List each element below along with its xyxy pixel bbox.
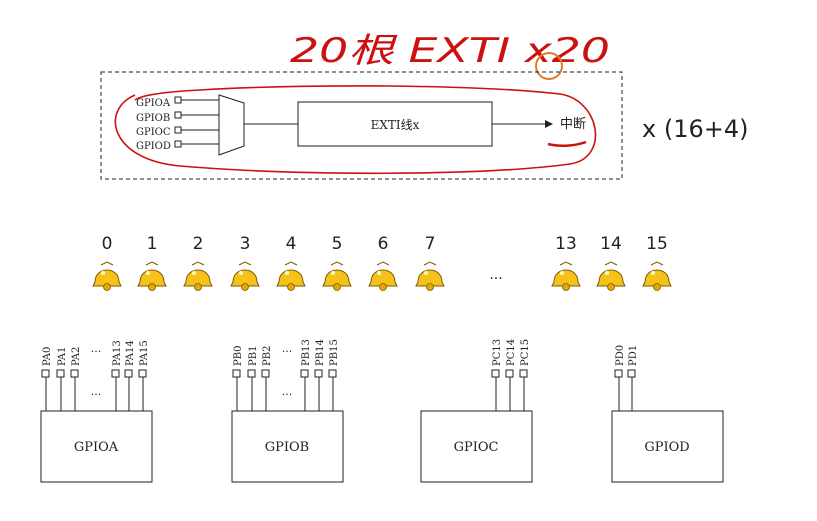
gpio-port-label: GPIOD	[644, 440, 689, 455]
gpio-pin: PB14	[314, 339, 326, 411]
gpio-pin-label: PC15	[520, 339, 531, 366]
line-number: 14	[600, 234, 622, 254]
line-number: 2	[193, 234, 204, 254]
exti-dashed-box	[100, 71, 623, 180]
bell-icon	[596, 261, 626, 291]
gpio-pin: PC13	[491, 339, 503, 411]
red-underline	[547, 140, 587, 147]
gpio-pin: PB2	[261, 346, 273, 411]
line-ellipsis: ...	[489, 267, 502, 283]
handwritten-title: 20根 EXTI x20	[290, 31, 610, 71]
bell-icon	[230, 261, 260, 291]
input-pin-square	[174, 96, 182, 104]
line-number: 15	[646, 234, 668, 254]
gpio-pin-label: PA1	[57, 347, 68, 366]
gpio-pin-label: PB14	[315, 339, 326, 366]
exti-inputs: GPIOA GPIOB GPIOC GPIOD	[136, 96, 219, 152]
line-number: 7	[425, 234, 436, 254]
gpio-port-label: GPIOB	[265, 440, 309, 455]
gpio-pin-label: PB13	[301, 339, 312, 366]
line-number: 6	[378, 234, 389, 254]
line-number: 5	[332, 234, 343, 254]
gpio-port-box	[40, 410, 153, 483]
input-label: GPIOD	[136, 141, 171, 152]
exti-line-label: EXTI线x	[371, 118, 420, 132]
bell-row	[92, 261, 672, 291]
bell-icon	[322, 261, 352, 291]
gpio-port-box	[611, 410, 724, 483]
gpio-pin-label: PA0	[42, 347, 53, 366]
gpio-pin-label: PB0	[233, 346, 244, 366]
input-pin-square	[174, 126, 182, 134]
line-number: 1	[147, 234, 158, 254]
gpio-pin: PA2	[70, 347, 82, 411]
input-pin-square	[174, 140, 182, 148]
input-label: GPIOA	[136, 98, 171, 109]
line-number: 0	[102, 234, 113, 254]
pin-ellipsis: ...	[91, 342, 102, 355]
bell-icon	[183, 261, 213, 291]
arrow-head-icon	[545, 120, 553, 128]
input-label: GPIOB	[136, 113, 170, 124]
bell-icon	[368, 261, 398, 291]
interrupt-label: 中断	[560, 117, 586, 132]
gpio-pin: PA13	[111, 340, 123, 411]
gpio-pin-label: PB15	[329, 339, 340, 366]
gpio-pin-label: PC14	[506, 339, 517, 366]
gpio-port-box	[231, 410, 344, 483]
gpio-pin: PA0	[41, 347, 53, 411]
bell-icon	[92, 261, 122, 291]
gpio-pin-label: PA14	[125, 340, 136, 366]
multiplexer-shape	[218, 94, 245, 156]
gpio-pin-label: PD1	[628, 345, 639, 366]
orange-highlight-circle	[535, 52, 563, 80]
gpio-pin: PB0	[232, 346, 244, 411]
handwritten-annotation: 20根 EXTI x20	[290, 31, 610, 80]
gpio-port-label: GPIOC	[454, 440, 499, 455]
gpio-pin: PC15	[519, 339, 531, 411]
multiplier-label: x (16+4)	[642, 115, 748, 143]
gpio-pin: PB1	[247, 346, 259, 411]
red-marker-loop	[114, 85, 597, 175]
bell-icon	[551, 261, 581, 291]
gpio-pin: PD1	[627, 345, 639, 411]
line-number: 4	[286, 234, 297, 254]
bell-icon	[137, 261, 167, 291]
gpio-pin: PB13	[300, 339, 312, 411]
pin-ellipsis: ...	[282, 385, 293, 398]
pin-ellipsis: ...	[282, 342, 293, 355]
line-number: 3	[240, 234, 251, 254]
input-label: GPIOC	[136, 127, 171, 138]
gpio-pin-label: PB1	[248, 346, 259, 366]
bell-icon	[415, 261, 445, 291]
line-number-row: 0 1 2 3 4 5 6 7 13 14 15	[102, 234, 668, 254]
gpio-pin: PD0	[614, 345, 626, 411]
gpio-pin-label: PC13	[492, 339, 503, 366]
gpio-pin-label: PD0	[615, 345, 626, 366]
gpio-pin: PA1	[56, 347, 68, 411]
input-pin-square	[174, 111, 182, 119]
line-number: 13	[555, 234, 577, 254]
gpio-pin-label: PB2	[262, 346, 273, 366]
gpio-pin-label: PA2	[71, 347, 82, 366]
gpio-pin-label: PA13	[112, 340, 123, 366]
gpio-port-box	[420, 410, 533, 483]
gpio-pin: PA15	[138, 340, 150, 411]
bell-icon	[642, 261, 672, 291]
gpio-port-label: GPIOA	[74, 440, 119, 455]
gpio-ports: GPIOA GPIOB GPIOC GPIOD	[40, 410, 724, 483]
gpio-pin: PC14	[505, 339, 517, 411]
bell-icon	[276, 261, 306, 291]
gpio-pin: PA14	[124, 340, 136, 411]
gpio-pin-label: PA15	[139, 340, 150, 366]
gpio-pin: PB15	[328, 339, 340, 411]
pin-ellipsis: ...	[91, 385, 102, 398]
